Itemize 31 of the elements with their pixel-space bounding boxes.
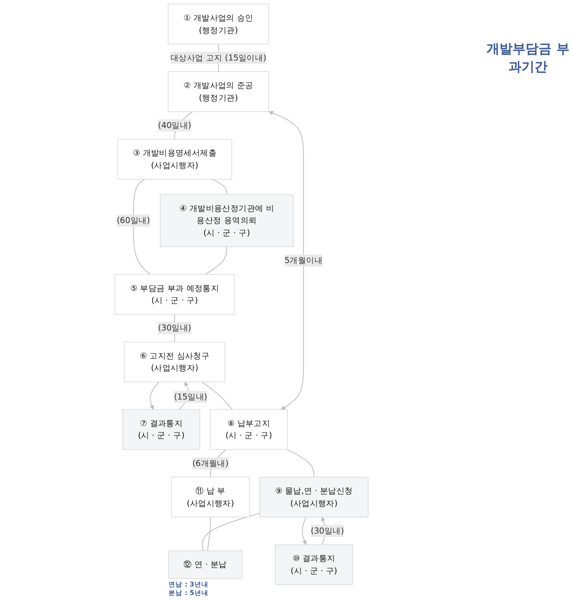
connector: [207, 516, 211, 552]
node-box: ⑥ 고지전 심사청구 (사업시행자): [124, 342, 226, 382]
connector: [202, 512, 260, 552]
edge-label: 5개월이내: [284, 255, 323, 266]
edge-label: (6개월내): [192, 458, 229, 468]
node-box: ① 개발사업의 승인 (행정기관): [168, 4, 269, 44]
node-box: ④ 개발비용산정기관에 비용산정 용역의뢰 (시 · 군 · 구): [160, 194, 294, 248]
node-box: ⑨ 물납,연 · 분납신청 (사업시행자): [259, 476, 368, 518]
connector: [212, 178, 228, 195]
edge-label: 대상사업 고지 (15일이내): [170, 52, 266, 62]
node-box: ⑩ 결과통지 (시 · 군 · 구): [275, 544, 353, 585]
node-box: ⑧ 납부고지 (시 · 군 · 구): [210, 409, 288, 450]
edge-label: (60일내): [116, 216, 150, 226]
edge-label: (40일내): [158, 120, 192, 130]
node-box: ⑦ 결과통지 (시 · 군 · 구): [122, 409, 200, 450]
connector: [205, 246, 228, 275]
connector: [132, 178, 151, 275]
edge-label: (15일내): [174, 392, 208, 402]
bracket-label: 개발부담금 부과기간: [486, 41, 570, 76]
connector: [286, 449, 314, 478]
connector: [202, 382, 233, 410]
node-box: ⑫ 연 · 분납: [168, 550, 243, 579]
edge-label: (30일내): [158, 323, 192, 333]
arrow: [150, 382, 160, 410]
arrow: [302, 516, 307, 545]
node-box: ⑪ 납 부 (사업시행자): [171, 476, 250, 518]
arrow: [268, 111, 304, 410]
edge-label: (30일내): [310, 526, 344, 536]
node-box: ⑤ 부담금 부과 예정통지 (시 · 군 · 구): [114, 274, 235, 315]
node-box: ② 개발사업의 준공 (행정기관): [168, 71, 269, 112]
node-box: ③ 개발비용명세서제출 (사업시행자): [117, 139, 232, 180]
